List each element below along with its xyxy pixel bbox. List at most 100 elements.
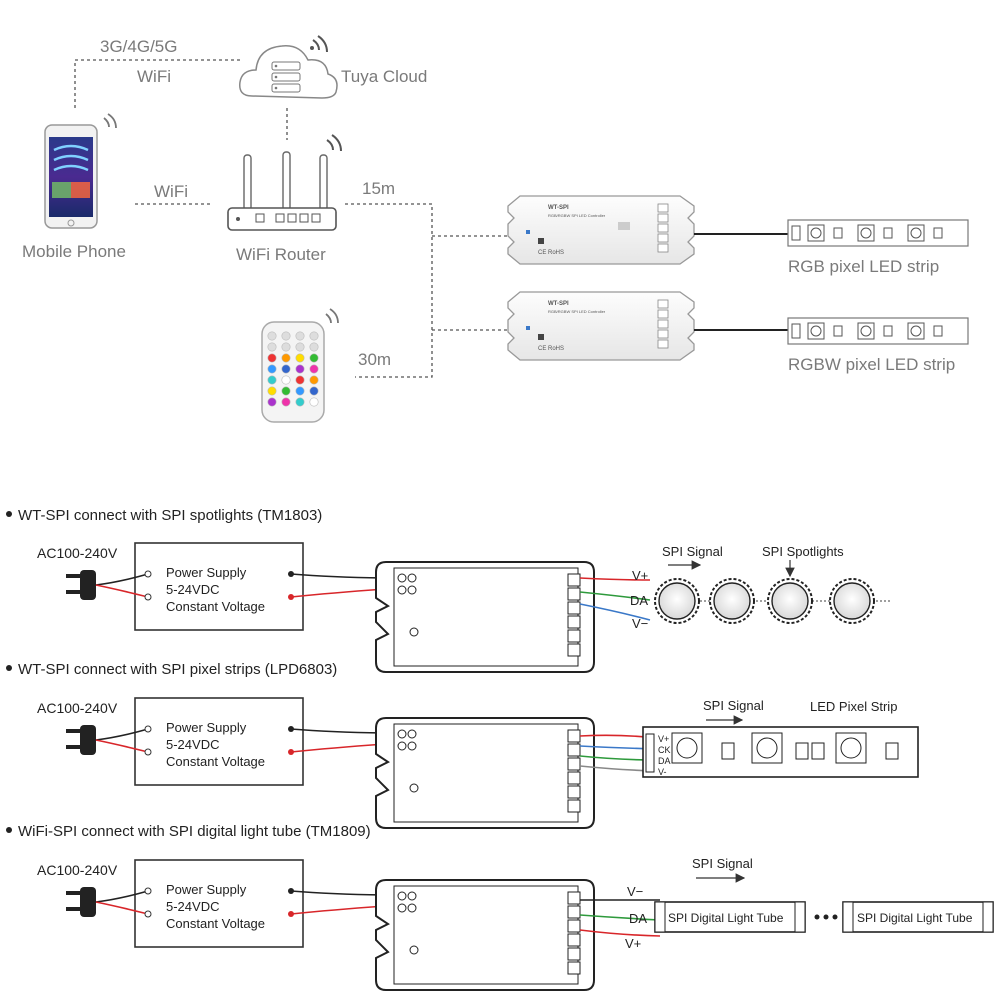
section1-psu-line1: Power Supply (166, 565, 247, 580)
pixel-led-lens (860, 227, 872, 239)
remote-button (267, 364, 277, 374)
remote-icon (261, 308, 339, 423)
section3-title: WiFi-SPI connect with SPI digital light … (18, 823, 371, 840)
rgbw-pixel-strip (787, 317, 969, 345)
remote-button (309, 342, 319, 352)
net-label-2: WiFi (137, 67, 171, 86)
pixel-ic (833, 325, 843, 337)
distance-router: 15m (362, 179, 395, 198)
controller-1-name: WT-SPI (548, 205, 569, 211)
pixel-led-lens (860, 325, 872, 337)
pixel-ic (833, 227, 843, 239)
pixel-ic (721, 742, 735, 760)
controller-2-ce: CE RoHS (538, 346, 564, 352)
remote-button (281, 364, 291, 374)
remote-button (267, 375, 277, 385)
section1-psu-line2: 5-24VDC (166, 582, 219, 597)
remote-button (267, 386, 277, 396)
strip1-label: RGB pixel LED strip (788, 257, 939, 276)
section3-ac-label: AC100-240V (37, 862, 118, 878)
remote-button (295, 386, 305, 396)
remote-button (309, 364, 319, 374)
controller-2-name: WT-SPI (548, 301, 569, 307)
remote-button (309, 353, 319, 363)
controller-2: WT-SPI RGB/RGBW SPI LED Controller CE Ro… (507, 291, 695, 361)
pixel-led (907, 322, 925, 340)
section2-ac-label: AC100-240V (37, 700, 118, 716)
remote-button (267, 397, 277, 407)
phone-label: Mobile Phone (22, 242, 126, 261)
plug-icon (66, 725, 96, 755)
ellipsis-dots (814, 914, 838, 920)
remote-button (281, 353, 291, 363)
spotlight-lens (658, 582, 696, 620)
pixel-led-lens (810, 227, 822, 239)
section3-psu-line3: Constant Voltage (166, 916, 265, 931)
pixel-ic (883, 227, 893, 239)
link-phone-cloud (74, 59, 240, 108)
pixel-led-lens (676, 737, 698, 759)
section1-title: WT-SPI connect with SPI spotlights (TM18… (18, 507, 322, 524)
cloud-label: Tuya Cloud (341, 67, 427, 86)
remote-button (267, 331, 277, 341)
router-label: WiFi Router (236, 245, 326, 264)
section2-signal-label: SPI Signal (703, 698, 764, 713)
section1-pin-vplus: V+ (632, 568, 648, 583)
section3-tube-2-label: SPI Digital Light Tube (857, 911, 973, 925)
network-section: 3G/4G/5G WiFi WiFi 15m 30m Tuya Cloud Mo… (22, 35, 969, 423)
section3-pin-vplus: V+ (625, 936, 641, 951)
section2-controller (375, 717, 595, 829)
section1-power-supply (134, 542, 304, 631)
strip2-label: RGBW pixel LED strip (788, 355, 955, 374)
remote-button (295, 353, 305, 363)
remote-button (267, 353, 277, 363)
section2-psu-line1: Power Supply (166, 720, 247, 735)
plug-icon (66, 570, 96, 600)
section1-pin-vminus: V− (632, 616, 648, 631)
remote-button (267, 342, 277, 352)
pixel-led-lens (810, 325, 822, 337)
pixel-led (857, 224, 875, 242)
controller-1: WT-SPI RGB/RGBW SPI LED Controller CE Ro… (507, 195, 695, 265)
section1-signal-label: SPI Signal (662, 544, 723, 559)
remote-button (309, 375, 319, 385)
section2-pin-ck: CK (658, 745, 671, 755)
remote-button (295, 331, 305, 341)
pixel-led-lens (756, 737, 778, 759)
remote-button (309, 397, 319, 407)
section2-pin-da: DA (658, 756, 671, 766)
remote-button (295, 375, 305, 385)
controller-1-sub: RGB/RGBW SPI LED Controller (548, 213, 606, 218)
section3-tube-2: SPI Digital Light Tube (842, 901, 994, 933)
section3-signal-label: SPI Signal (692, 856, 753, 871)
section3-controller (375, 879, 595, 991)
net-label-1: 3G/4G/5G (100, 37, 177, 56)
router-icon (227, 134, 342, 231)
pixel-ic (885, 742, 899, 760)
remote-button (295, 342, 305, 352)
remote-button (281, 331, 291, 341)
section1-psu-line3: Constant Voltage (166, 599, 265, 614)
remote-button (295, 397, 305, 407)
plug-icon (66, 887, 96, 917)
strip-connector (791, 225, 801, 241)
section3-power-supply (134, 859, 304, 948)
pixel-led (807, 224, 825, 242)
phone-wifi-label: WiFi (154, 182, 188, 201)
pixel-led (807, 322, 825, 340)
section2-pin-vplus: V+ (658, 734, 669, 744)
pixel-led (907, 224, 925, 242)
section3-psu-line1: Power Supply (166, 882, 247, 897)
remote-button (281, 375, 291, 385)
rgb-pixel-strip (787, 219, 969, 247)
spotlight-lens (771, 582, 809, 620)
section3-psu-line2: 5-24VDC (166, 899, 219, 914)
pixel-ic (795, 742, 809, 760)
section1-controller (375, 561, 595, 673)
section3-pin-da: DA (629, 911, 647, 926)
section-light-tubes: WiFi-SPI connect with SPI digital light … (6, 823, 994, 991)
strip-connector (645, 733, 655, 773)
section2-title: WT-SPI connect with SPI pixel strips (LP… (18, 661, 337, 678)
spotlight-lens (833, 582, 871, 620)
